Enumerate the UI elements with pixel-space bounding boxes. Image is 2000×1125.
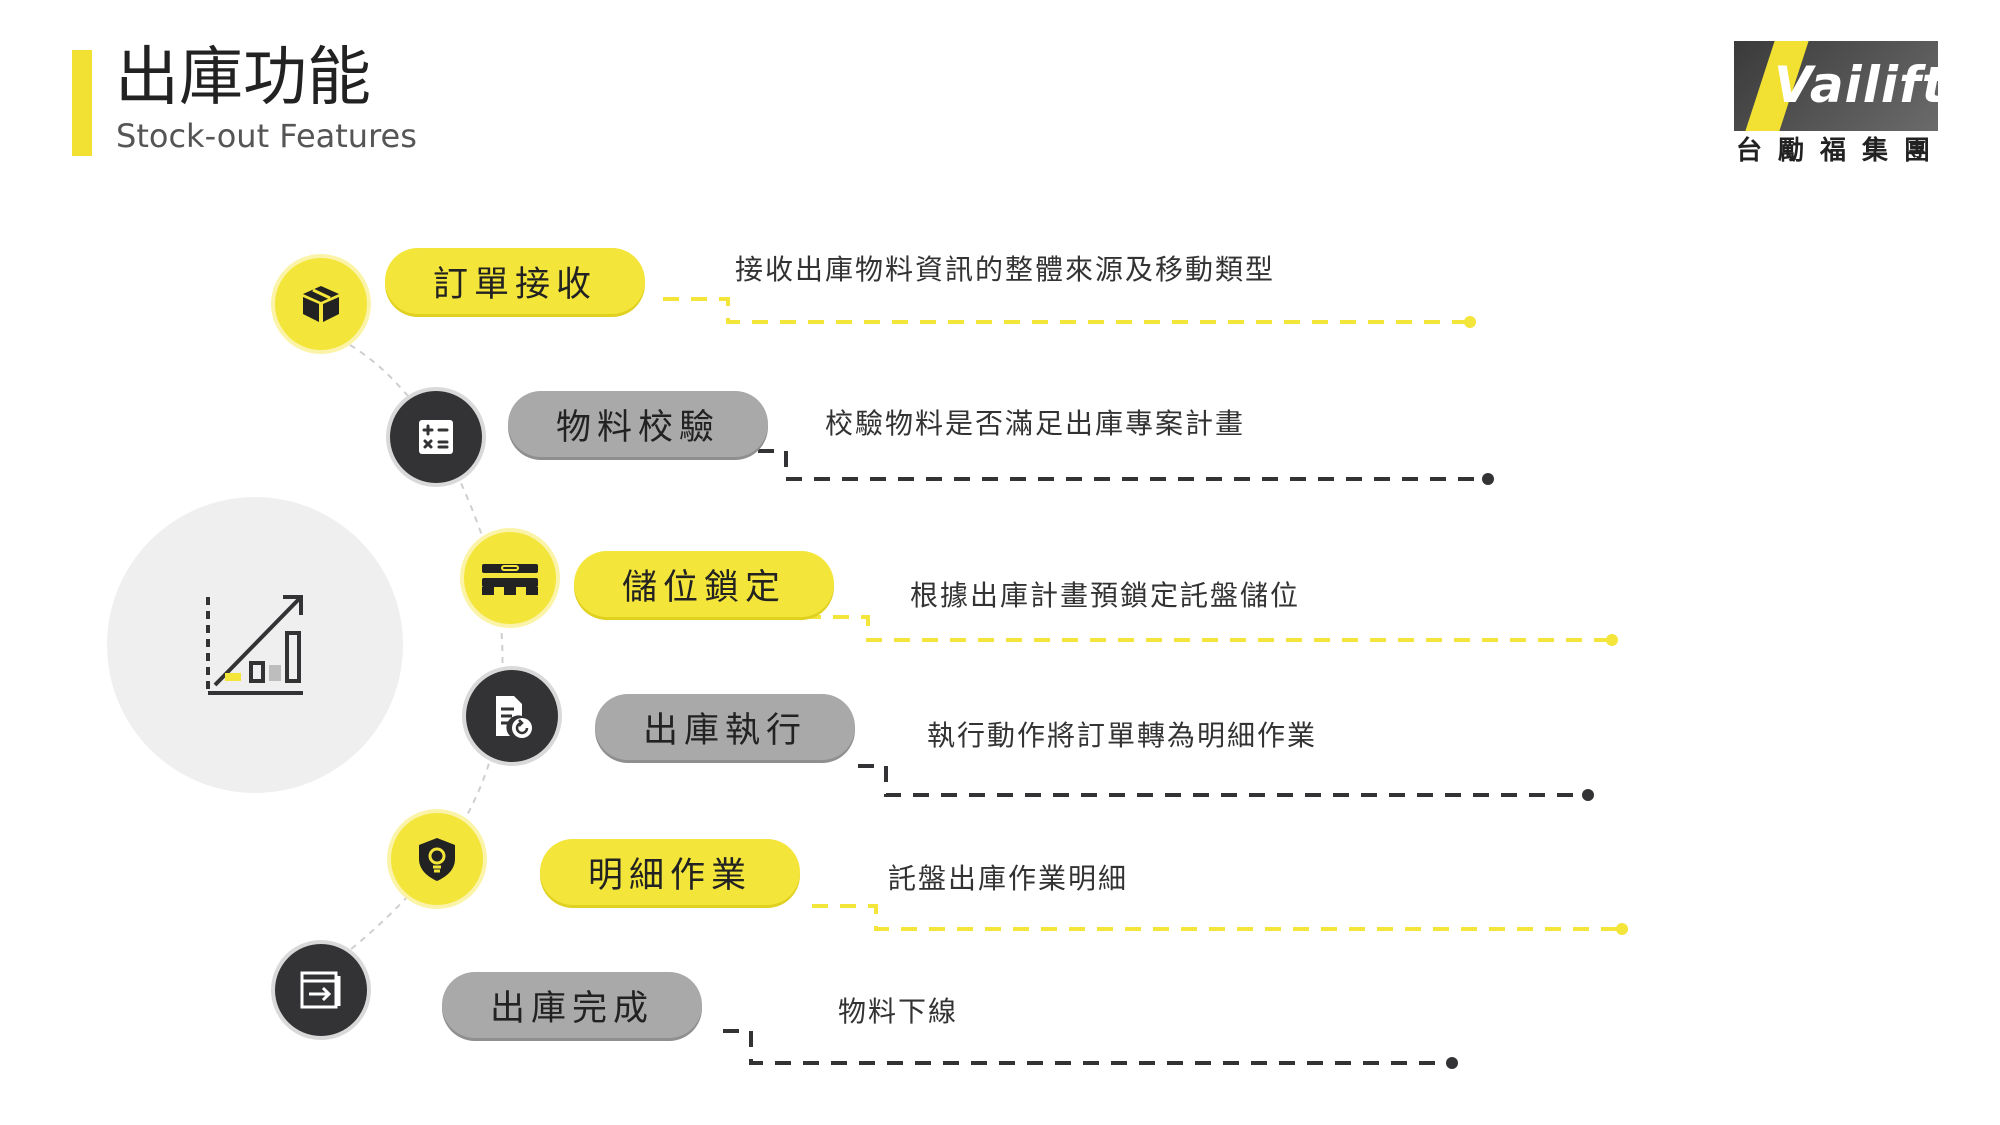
step-5-description: 託盤出庫作業明細	[888, 862, 1129, 895]
step-1-leader	[663, 297, 1470, 324]
page-subtitle: Stock-out Features	[116, 117, 417, 155]
logo-wordmark: Vailift	[1774, 56, 1938, 114]
step-3-icon-circle	[464, 532, 556, 624]
step-2-label: 物料校驗	[555, 407, 720, 448]
step-4-label: 出庫執行	[642, 710, 807, 751]
step-4-end-dot	[1582, 789, 1594, 801]
step-4-icon-circle	[466, 670, 558, 762]
step-2-leader	[758, 449, 1488, 481]
step-1-label: 訂單接收	[432, 264, 597, 305]
step-3-label-pill: 儲位鎖定	[574, 551, 834, 617]
step-3-label: 儲位鎖定	[621, 567, 786, 608]
exit-icon	[300, 971, 341, 1009]
step-5-label: 明細作業	[587, 855, 752, 896]
pallet-icon	[482, 564, 538, 595]
step-4-description: 執行動作將訂單轉為明細作業	[927, 719, 1318, 752]
step-3-description: 根據出庫計畫預鎖定託盤儲位	[910, 579, 1301, 612]
step-5-end-dot	[1616, 923, 1628, 935]
step-1-label-pill: 訂單接收	[385, 248, 645, 314]
step-5-icon-circle	[391, 813, 483, 905]
logo-chinese-name: 台勵福集團	[1736, 136, 1947, 166]
step-6-description: 物料下線	[838, 995, 959, 1028]
step-6-label: 出庫完成	[489, 988, 654, 1029]
hub-circle	[107, 497, 403, 793]
step-6-icon-circle	[275, 944, 367, 1036]
step-1-end-dot	[1464, 316, 1476, 328]
step-5-leader	[812, 904, 1622, 931]
step-6-end-dot	[1446, 1057, 1458, 1069]
title-accent-bar	[72, 50, 92, 156]
step-2-label-pill: 物料校驗	[508, 391, 768, 457]
step-2-icon-circle	[390, 391, 482, 483]
step-6-label-pill: 出庫完成	[442, 972, 702, 1038]
logo-badge: Vailift	[1734, 41, 1938, 131]
document-return-icon	[496, 696, 532, 738]
step-3-leader	[805, 615, 1612, 642]
step-4-label-pill: 出庫執行	[595, 694, 855, 760]
step-3-end-dot	[1606, 634, 1618, 646]
box-icon	[303, 286, 339, 322]
step-2-end-dot	[1482, 473, 1494, 485]
growth-chart-icon	[206, 595, 303, 695]
step-4-leader	[858, 764, 1588, 797]
step-6-leader	[723, 1029, 1452, 1065]
calculator-icon	[419, 420, 453, 454]
step-2-description: 校驗物料是否滿足出庫專案計畫	[825, 407, 1246, 440]
step-5-label-pill: 明細作業	[540, 839, 800, 905]
step-1-description: 接收出庫物料資訊的整體來源及移動類型	[735, 253, 1276, 286]
shield-bulb-icon	[419, 838, 455, 881]
company-logo: Vailift 台勵福集團	[1734, 41, 1938, 171]
step-1-icon-circle	[275, 258, 367, 350]
page-title: 出庫功能	[115, 41, 371, 115]
